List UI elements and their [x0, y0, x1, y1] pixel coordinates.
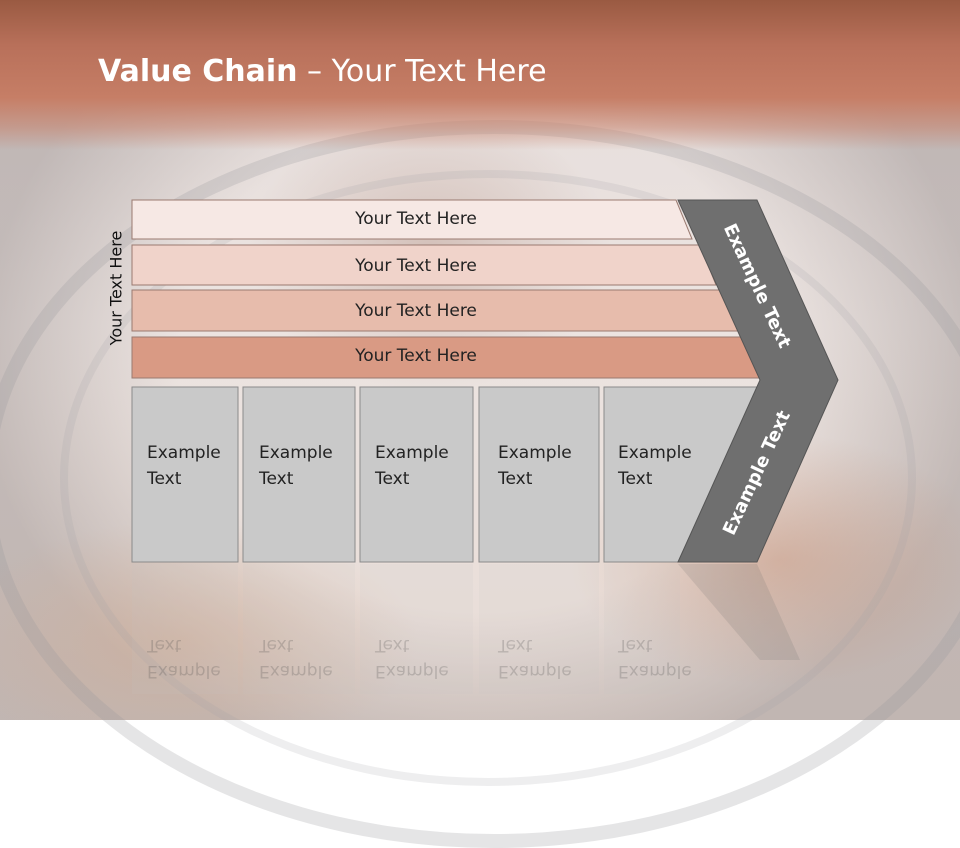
column-3[interactable]	[359, 386, 474, 563]
reflection-line: Text	[618, 635, 653, 655]
column-3-label: Example Text	[375, 440, 449, 492]
column-reflection	[243, 564, 355, 694]
column-5-line1: Example	[618, 443, 692, 463]
reflection-line: Example	[259, 661, 333, 681]
bar-2[interactable]	[131, 244, 717, 286]
column-3-reflection-text: Example Text	[375, 632, 449, 684]
column-1-reflection-text: Example Text	[147, 632, 221, 684]
column-reflection	[604, 564, 680, 694]
column-1-line2: Text	[147, 469, 182, 489]
reflection-line: Text	[375, 635, 410, 655]
chevron-reflection	[678, 564, 800, 660]
column-1[interactable]	[131, 386, 239, 563]
chevron-arrow[interactable]	[677, 199, 839, 563]
reflection-line: Example	[498, 661, 572, 681]
column-5-label: Example Text	[618, 440, 692, 492]
bar-2-label: Your Text Here	[355, 256, 477, 276]
column-reflection	[132, 564, 238, 694]
column-5-line2: Text	[618, 469, 653, 489]
reflection-line: Example	[147, 661, 221, 681]
column-3-line1: Example	[375, 443, 449, 463]
reflection-line: Example	[618, 661, 692, 681]
title-rest: – Your Text Here	[297, 54, 547, 89]
title-bold: Value Chain	[98, 54, 298, 89]
column-5-reflection-text: Example Text	[618, 632, 692, 684]
bar-3-label: Your Text Here	[355, 301, 477, 321]
column-1-line1: Example	[147, 443, 221, 463]
column-2-line2: Text	[259, 469, 294, 489]
column-reflection	[479, 564, 599, 694]
bar-4-label: Your Text Here	[355, 346, 477, 366]
column-3-line2: Text	[375, 469, 410, 489]
reflection-line: Text	[259, 635, 294, 655]
column-4-label: Example Text	[498, 440, 572, 492]
column-4[interactable]	[478, 386, 600, 563]
bar-1-label: Your Text Here	[355, 209, 477, 229]
reflection-line: Text	[147, 635, 182, 655]
column-1-label: Example Text	[147, 440, 221, 492]
column-4-reflection-text: Example Text	[498, 632, 572, 684]
column-4-line2: Text	[498, 469, 533, 489]
column-4-line1: Example	[498, 443, 572, 463]
bar-1[interactable]	[131, 199, 693, 240]
column-2-reflection-text: Example Text	[259, 632, 333, 684]
column-reflection	[360, 564, 473, 694]
reflection-line: Text	[498, 635, 533, 655]
column-2[interactable]	[242, 386, 356, 563]
column-2-line1: Example	[259, 443, 333, 463]
slide-title[interactable]: Value Chain – Your Text Here	[98, 54, 547, 89]
header-band	[0, 0, 960, 150]
column-2-label: Example Text	[259, 440, 333, 492]
value-chain-diagram	[131, 199, 839, 694]
reflection-line: Example	[375, 661, 449, 681]
